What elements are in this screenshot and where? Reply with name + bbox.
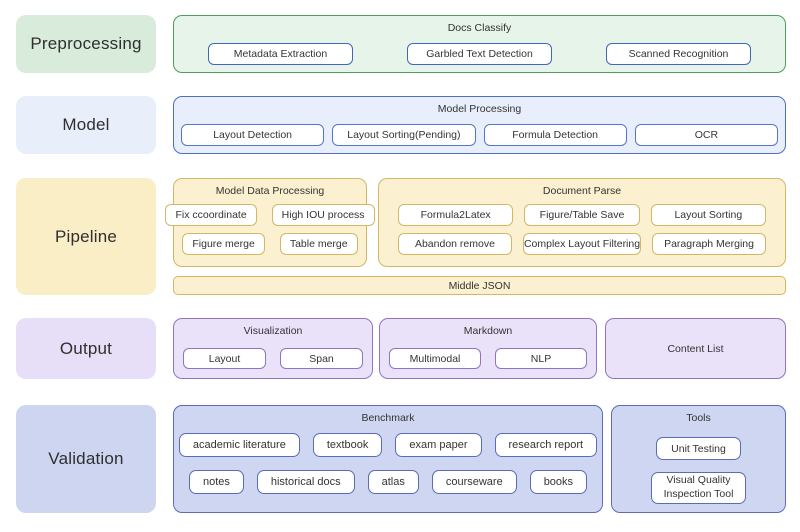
node-paragraph-merging: Paragraph Merging xyxy=(652,233,767,255)
section-markdown: Markdown Multimodal NLP xyxy=(379,318,597,379)
node-complex-layout-filtering: Complex Layout Filtering xyxy=(522,233,642,255)
visualization-nodes: Layout Span xyxy=(174,348,372,369)
node-table-merge: Table merge xyxy=(279,233,358,255)
node-figure-merge: Figure merge xyxy=(182,233,265,255)
section-content-list: Content List xyxy=(605,318,786,379)
node-formula2latex: Formula2Latex xyxy=(398,204,514,226)
node-research-report: research report xyxy=(494,433,598,457)
node-textbook: textbook xyxy=(312,433,383,457)
row-validation: Validation Benchmark academic literature… xyxy=(16,405,786,513)
section-docs-classify: Docs Classify Metadata Extraction Garble… xyxy=(173,15,786,73)
section-title-model-processing: Model Processing xyxy=(437,103,522,115)
row-label-pipeline: Pipeline xyxy=(16,178,156,295)
node-books: books xyxy=(529,470,588,494)
section-model-processing: Model Processing Layout Detection Layout… xyxy=(173,96,786,154)
document-parse-row-1: Formula2Latex Figure/Table Save Layout S… xyxy=(379,204,785,226)
section-title-visualization: Visualization xyxy=(243,325,303,337)
node-metadata-extraction: Metadata Extraction xyxy=(208,43,353,65)
section-title-benchmark: Benchmark xyxy=(361,412,415,424)
node-academic-literature: academic literature xyxy=(178,433,300,457)
node-fix-ccoordinate: Fix ccoordinate xyxy=(165,204,257,226)
node-exam-paper: exam paper xyxy=(395,433,482,457)
section-title-model-data-processing: Model Data Processing xyxy=(215,185,325,197)
node-notes: notes xyxy=(188,470,244,494)
section-title-tools: Tools xyxy=(686,412,711,424)
row-label-preprocessing: Preprocessing xyxy=(16,15,156,73)
markdown-nodes: Multimodal NLP xyxy=(380,348,596,369)
node-formula-detection: Formula Detection xyxy=(483,124,627,146)
model-data-processing-row-1: Fix ccoordinate High IOU process xyxy=(165,204,375,226)
node-layout-detection: Layout Detection xyxy=(181,124,325,146)
row-output: Output Visualization Layout Span Markdow… xyxy=(16,318,786,379)
row-pipeline: Pipeline Model Data Processing Fix ccoor… xyxy=(16,178,786,295)
row-preprocessing: Preprocessing Docs Classify Metadata Ext… xyxy=(16,15,786,73)
section-title-docs-classify: Docs Classify xyxy=(447,22,512,34)
node-figure-table-save: Figure/Table Save xyxy=(524,204,640,226)
node-garbled-text-detection: Garbled Text Detection xyxy=(407,43,552,65)
node-unit-testing: Unit Testing xyxy=(656,437,741,460)
bar-middle-json: Middle JSON xyxy=(173,276,786,295)
node-layout-sorting: Layout Sorting xyxy=(650,204,766,226)
node-abandon-remove: Abandon remove xyxy=(398,233,512,255)
node-nlp: NLP xyxy=(495,348,587,369)
benchmark-row-2: notes historical docs atlas courseware b… xyxy=(174,470,602,494)
model-processing-nodes: Layout Detection Layout Sorting(Pending)… xyxy=(174,124,785,146)
document-parse-row-2: Abandon remove Complex Layout Filtering … xyxy=(379,233,785,255)
node-multimodal: Multimodal xyxy=(389,348,481,369)
node-atlas: atlas xyxy=(367,470,419,494)
row-model: Model Model Processing Layout Detection … xyxy=(16,96,786,154)
row-label-validation: Validation xyxy=(16,405,156,513)
section-visualization: Visualization Layout Span xyxy=(173,318,373,379)
node-span: Span xyxy=(280,348,363,369)
node-scanned-recognition: Scanned Recognition xyxy=(606,43,751,65)
section-title-document-parse: Document Parse xyxy=(542,185,622,197)
section-title-markdown: Markdown xyxy=(463,325,513,337)
section-tools: Tools Unit Testing Visual Quality Inspec… xyxy=(611,405,786,513)
node-courseware: courseware xyxy=(431,470,517,494)
node-layout: Layout xyxy=(183,348,266,369)
section-document-parse: Document Parse Formula2Latex Figure/Tabl… xyxy=(378,178,786,267)
node-ocr: OCR xyxy=(634,124,778,146)
node-high-iou-process: High IOU process xyxy=(271,204,375,226)
model-data-processing-row-2: Figure merge Table merge xyxy=(174,233,366,255)
node-historical-docs: historical docs xyxy=(256,470,355,494)
node-visual-quality-inspection-tool: Visual Quality Inspection Tool xyxy=(651,472,746,504)
row-label-output: Output xyxy=(16,318,156,379)
section-benchmark: Benchmark academic literature textbook e… xyxy=(173,405,603,513)
benchmark-row-1: academic literature textbook exam paper … xyxy=(174,433,602,457)
docs-classify-nodes: Metadata Extraction Garbled Text Detecti… xyxy=(174,43,785,65)
node-layout-sorting-pending: Layout Sorting(Pending) xyxy=(332,124,476,146)
section-model-data-processing: Model Data Processing Fix ccoordinate Hi… xyxy=(165,178,375,267)
row-label-model: Model xyxy=(16,96,156,154)
